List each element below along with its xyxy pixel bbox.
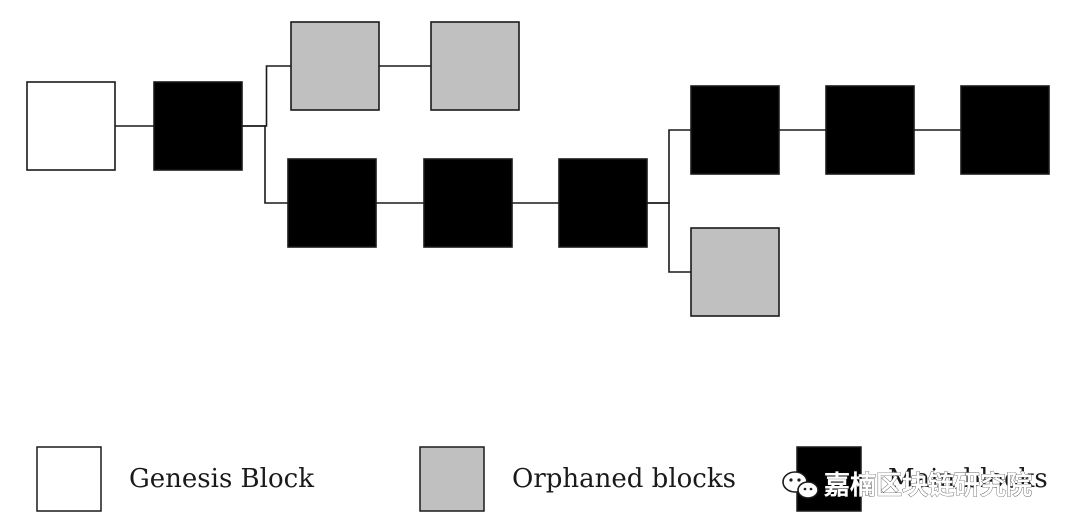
legend-swatch-genesis bbox=[36, 446, 102, 512]
block-links bbox=[115, 65, 961, 273]
block-main-m5 bbox=[825, 85, 915, 175]
legend-swatch-main bbox=[796, 446, 862, 512]
block-main-b1 bbox=[153, 81, 243, 171]
legend-label-genesis: Genesis Block bbox=[129, 464, 314, 494]
legend-item-genesis: Genesis Block bbox=[36, 446, 314, 512]
legend: Genesis Block Orphaned blocks Main block… bbox=[36, 446, 1048, 512]
block-orphaned-o2 bbox=[430, 21, 520, 111]
legend-item-main: Main blocks bbox=[796, 446, 1048, 512]
wechat-icon bbox=[782, 471, 819, 499]
legend-label-orphaned: Orphaned blocks bbox=[512, 464, 736, 494]
watermark: 嘉楠区块链研究院 bbox=[782, 470, 1032, 501]
block-main-m4 bbox=[690, 85, 780, 175]
blocks bbox=[26, 21, 1050, 317]
watermark-text: 嘉楠区块链研究院 bbox=[824, 470, 1032, 501]
link-m3-m4 bbox=[647, 129, 691, 204]
block-genesis-genesis bbox=[26, 81, 116, 171]
block-orphaned-o3 bbox=[690, 227, 780, 317]
block-main-m3 bbox=[558, 158, 648, 248]
block-main-m1 bbox=[287, 158, 377, 248]
block-main-m6 bbox=[960, 85, 1050, 175]
legend-swatch-orphaned bbox=[419, 446, 485, 512]
block-main-m2 bbox=[423, 158, 513, 248]
link-m3-o3 bbox=[647, 202, 691, 273]
link-b1-o1 bbox=[242, 65, 291, 127]
legend-label-main: Main blocks bbox=[888, 464, 1048, 494]
link-b1-m1 bbox=[242, 125, 288, 204]
block-orphaned-o1 bbox=[290, 21, 380, 111]
legend-item-orphaned: Orphaned blocks bbox=[419, 446, 736, 512]
